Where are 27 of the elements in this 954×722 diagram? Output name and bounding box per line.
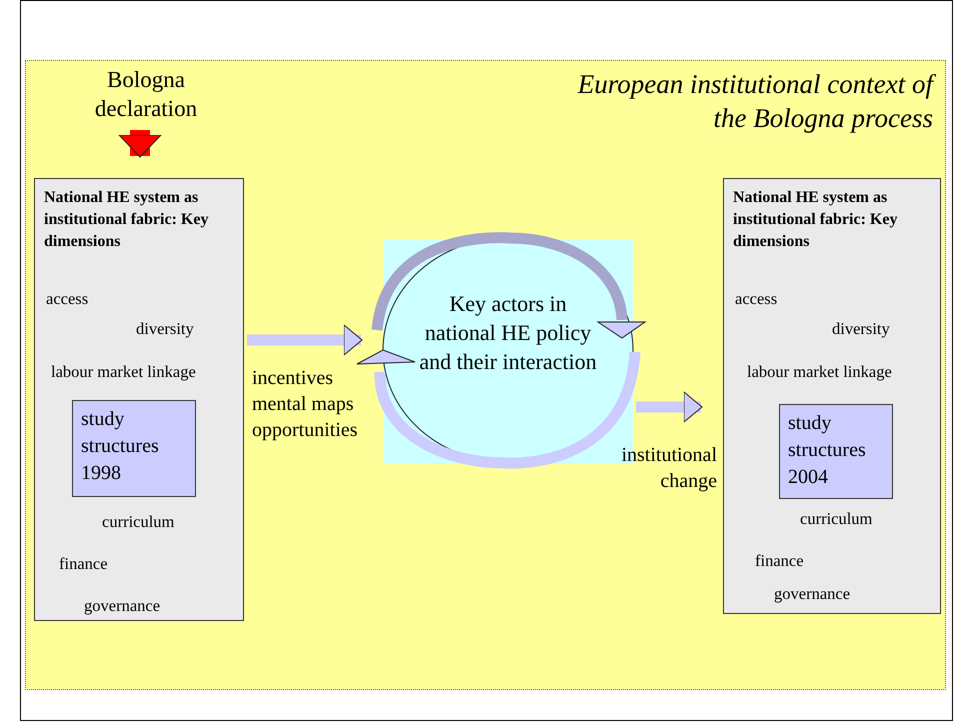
study-structures-box [779,404,893,499]
panel-heading: National HE system as institutional fabric: Key dimensions [44,188,210,252]
dimension-label: labour market linkage [747,362,892,382]
dimension-label: diversity [832,319,890,339]
dimension-label: curriculum [102,512,174,532]
declaration-label: Bologna declaration [94,66,198,123]
system-panel [34,178,244,621]
box-label: study structures 2004 [788,411,867,490]
dimension-label: governance [774,584,850,604]
dimension-label: access [735,289,778,309]
system-panel [723,178,941,614]
edge-label: incentives mental maps opportunities [252,366,359,443]
block-arrow [636,392,702,422]
edge-label: institutional change [620,443,717,494]
dimension-label: labour market linkage [51,362,196,382]
dimension-label: curriculum [800,509,872,529]
dimension-label: finance [755,551,804,571]
panel-heading: National HE system as institutional fabric: Key dimensions [733,188,898,252]
dimension-label: access [46,289,88,309]
dimension-label: finance [59,554,108,574]
dimension-label: diversity [136,319,194,339]
actors-label: Key actors in national HE policy and their interaction [418,290,598,376]
block-arrow [247,324,362,356]
block-arrow [118,130,162,158]
dimension-label: governance [84,596,160,616]
box-label: study structures 1998 [81,407,160,486]
study-structures-box [72,400,196,497]
